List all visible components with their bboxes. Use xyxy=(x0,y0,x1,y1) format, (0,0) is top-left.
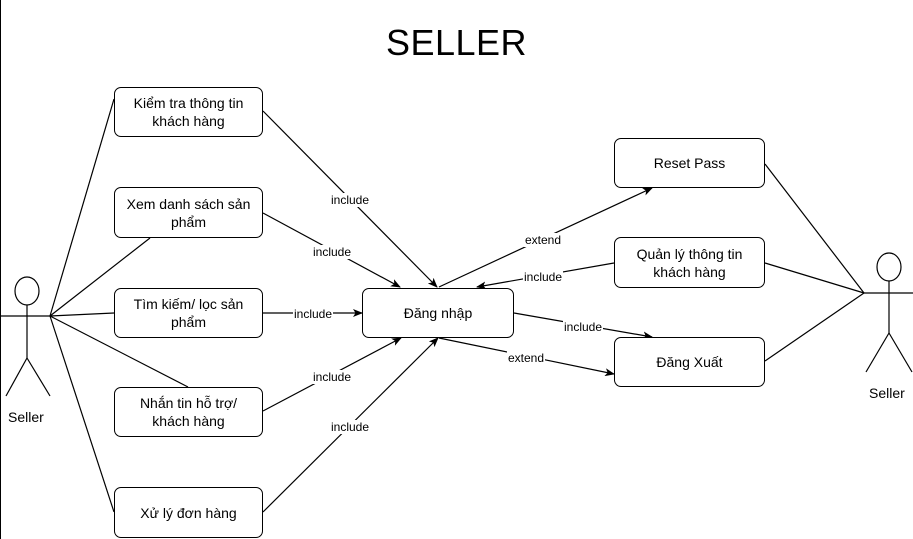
assoc-process-orders xyxy=(49,315,115,513)
assoc-search-filter xyxy=(49,312,115,317)
usecase-reset-pass[interactable]: Reset Pass xyxy=(614,138,765,188)
usecase-process-orders[interactable]: Xử lý đơn hàng xyxy=(114,487,263,538)
actor-right-figure xyxy=(864,252,913,373)
assoc-view-product-list xyxy=(49,237,151,317)
usecase-label: Reset Pass xyxy=(653,155,726,171)
usecase-search-filter-product[interactable]: Tìm kiếm/ lọc sản phẩm xyxy=(114,288,263,338)
diagram-title: SELLER xyxy=(385,22,528,63)
usecase-view-product-list[interactable]: Xem danh sách sản phẩm xyxy=(114,187,263,238)
usecase-login[interactable]: Đăng nhập xyxy=(362,288,514,338)
relation-label-login-to-reset: extend xyxy=(524,233,563,247)
usecase-label: Xử lý đơn hàng xyxy=(140,504,237,521)
usecase-manage-customer-info[interactable]: Quản lý thông tin khách hàng xyxy=(614,237,765,288)
usecase-label: Đăng nhập xyxy=(403,305,473,321)
usecase-label: Quản lý thông tin khách hàng xyxy=(636,245,743,280)
usecase-check-customer-info[interactable]: Kiểm tra thông tin khách hàng xyxy=(114,87,263,137)
actor-right-name: Seller xyxy=(869,385,905,401)
relation-label-orders-to-login: include xyxy=(330,420,371,434)
usecase-label: Tìm kiếm/ lọc sản phẩm xyxy=(133,296,244,330)
usecase-label: Xem danh sách sản phẩm xyxy=(126,195,251,230)
relation-label-search-to-login: include xyxy=(293,307,334,321)
assoc-check-customer-info xyxy=(49,98,115,317)
relation-label-login-to-logout-include: include xyxy=(563,320,604,334)
usecase-label: Kiểm tra thông tin khách hàng xyxy=(133,95,244,129)
usecase-label: Nhắn tin hỗ trợ/ khách hàng xyxy=(139,395,238,429)
assoc-reset-pass xyxy=(764,163,865,294)
assoc-message-support xyxy=(49,315,189,388)
frame-left-border xyxy=(0,0,1,539)
relation-label-view-to-login: include xyxy=(312,245,353,259)
actor-left-figure xyxy=(0,276,51,397)
relation-label-check-to-login: include xyxy=(330,193,371,207)
assoc-logout xyxy=(764,292,865,362)
relation-label-login-to-logout-extend: extend xyxy=(507,351,546,365)
usecase-message-support[interactable]: Nhắn tin hỗ trợ/ khách hàng xyxy=(114,387,263,437)
assoc-manage-customer-info xyxy=(764,262,865,294)
usecase-label: Đăng Xuất xyxy=(656,354,723,370)
relation-label-message-to-login: include xyxy=(312,370,353,384)
usecase-logout[interactable]: Đăng Xuất xyxy=(614,337,765,387)
relation-label-manage-to-login: include xyxy=(523,270,564,284)
actor-left-name: Seller xyxy=(8,409,44,425)
